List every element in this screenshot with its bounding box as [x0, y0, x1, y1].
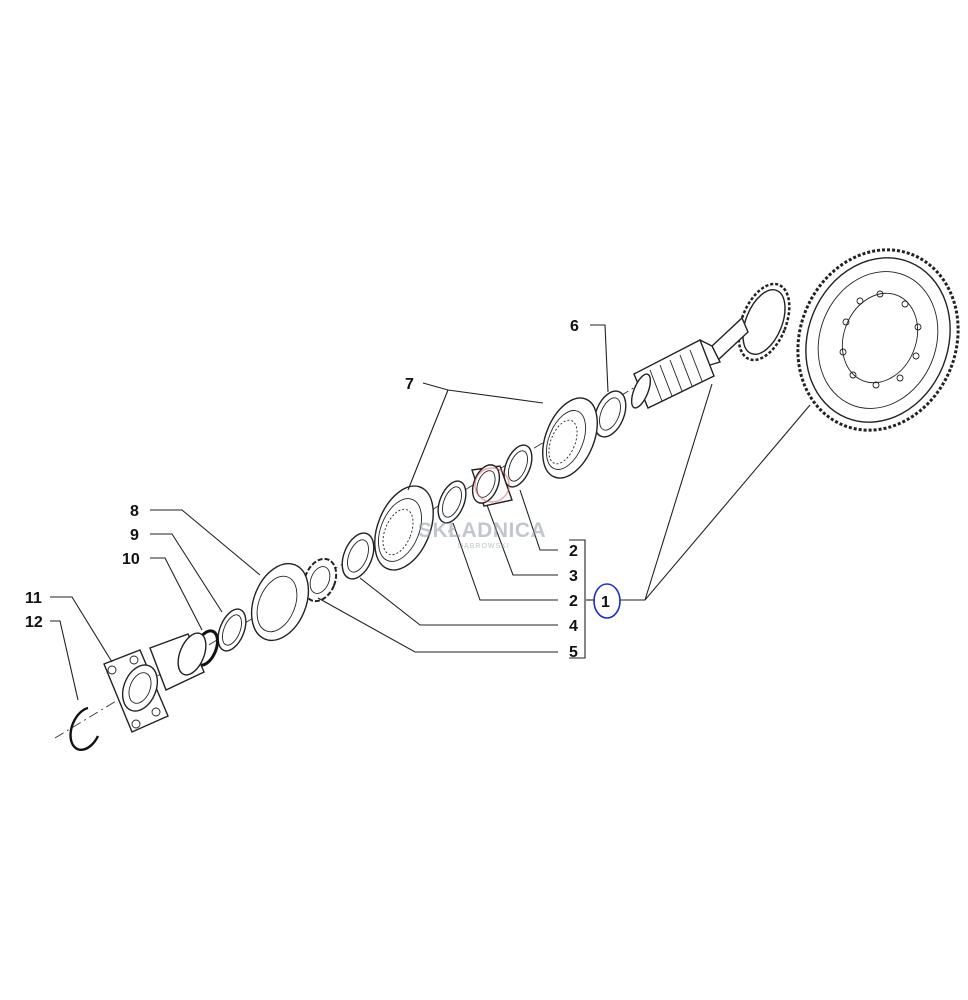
callout-12: 12 [25, 614, 43, 631]
spacer-ring-2-lower [437, 480, 467, 524]
seal-ring-8 [250, 562, 310, 642]
callout-11: 11 [25, 590, 42, 607]
callout-1: 1 [601, 594, 610, 611]
callout-5: 5 [569, 644, 578, 661]
callout-8: 8 [130, 503, 139, 520]
callout-7: 7 [405, 376, 414, 393]
callout-10: 10 [122, 551, 140, 568]
bearing-7-upper [542, 397, 598, 479]
callout-6: 6 [570, 318, 579, 335]
callout-4: 4 [569, 618, 578, 635]
bearing-7-lower [374, 485, 434, 571]
lock-washer-5 [341, 532, 375, 580]
ring-nut-4 [302, 557, 338, 603]
callout-2-upper: 2 [569, 543, 578, 560]
pinion-shaft [630, 282, 791, 409]
spacer-ring-2-upper [503, 444, 533, 488]
watermark-sub: DĄBROWSKI [458, 543, 510, 550]
callout-2-lower: 2 [569, 593, 578, 610]
callout-3: 3 [569, 568, 578, 585]
ring-gear [796, 248, 960, 432]
shim-6 [593, 390, 627, 438]
ring-9 [217, 608, 247, 652]
watermark: SKŁADNICA DĄBROWSKI [418, 467, 546, 550]
watermark-logo-icon [474, 467, 510, 503]
highlight-circle [593, 583, 621, 619]
snap-ring-12 [69, 706, 100, 751]
flange-housing-11 [103, 632, 207, 733]
callout-9: 9 [130, 527, 139, 544]
watermark-brand: SKŁADNICA [418, 519, 546, 542]
leader-lines [50, 324, 811, 701]
